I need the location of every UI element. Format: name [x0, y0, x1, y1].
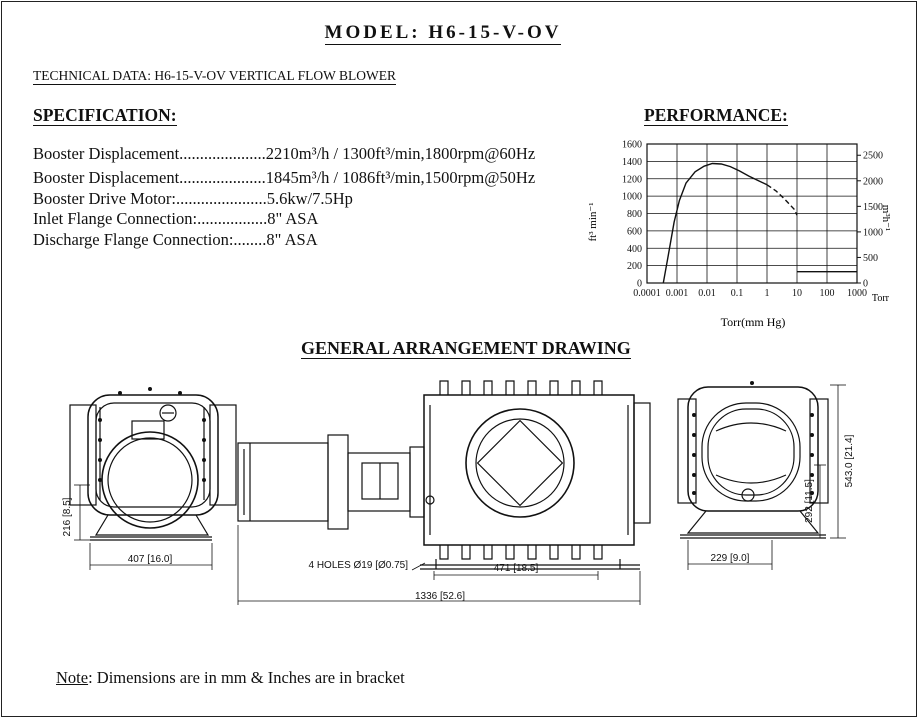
y-left-tick-label: 600	[627, 226, 642, 237]
spec-row: Inlet Flange Connection:................…	[33, 209, 319, 228]
x-tick-label: 100	[820, 288, 835, 299]
y-right-tick-label: 2000	[863, 176, 883, 187]
x-tick-label: 1000	[847, 288, 867, 299]
right-dimensions	[687, 384, 846, 570]
y-left-tick-label: 800	[627, 209, 642, 220]
chart-series	[662, 162, 857, 284]
x-tick-label: 0.001	[666, 288, 689, 299]
x-tick-label: 0.0001	[633, 288, 661, 299]
motor	[237, 434, 425, 530]
blower-body	[423, 380, 651, 560]
spec-row: Discharge Flange Connection:........8" A…	[33, 230, 318, 249]
dim-height-right-small: 292 [11.5]	[804, 479, 815, 523]
dim-center-span: 471 [18.5]	[494, 563, 539, 574]
chart-grid	[646, 143, 858, 284]
x-tick-label: 1	[765, 288, 770, 299]
left-end-view	[69, 387, 237, 541]
chart-axes	[646, 143, 861, 284]
front-dimensions	[237, 525, 641, 605]
dim-height-left: 216 [8.5]	[62, 497, 73, 536]
dim-height-right-total: 543.0 [21.4]	[844, 434, 855, 487]
y-axis-left-label: ft³ min⁻¹	[587, 203, 599, 242]
plot-frame	[646, 143, 858, 284]
spec-row: Booster Displacement....................…	[33, 144, 536, 163]
y-axis-right-label: m³h⁻¹	[880, 205, 892, 231]
x-axis-unit: Torr	[872, 293, 890, 304]
performance-heading: PERFORMANCE:	[644, 105, 788, 126]
x-tick-label: 0.01	[698, 288, 716, 299]
x-axis-label: Torr(mm Hg)	[721, 315, 786, 329]
y-right-tick-label: 1000	[863, 227, 883, 238]
y-right-tick-label: 500	[863, 253, 878, 264]
specification-heading: SPECIFICATION:	[33, 105, 177, 126]
left-dimensions	[74, 484, 213, 570]
model-title: MODEL: H6-15-V-OV	[324, 22, 562, 45]
y-left-tick-label: 1000	[622, 192, 642, 203]
right-end-view	[677, 381, 829, 539]
y-right-tick-label: 1500	[863, 202, 883, 213]
y-right-tick-label: 0	[863, 279, 868, 290]
dim-total-length: 1336 [52.6]	[415, 591, 465, 602]
dim-holes: 4 HOLES Ø19 [Ø0.75]	[309, 560, 409, 571]
drawing-heading: GENERAL ARRANGEMENT DRAWING	[301, 338, 631, 359]
y-left-tick-label: 0	[637, 279, 642, 290]
y-left-tick-label: 400	[627, 244, 642, 255]
dim-width-left: 407 [16.0]	[128, 554, 173, 565]
arrangement-drawing: 216 [8.5] 407 [16.0]	[62, 380, 855, 605]
footnote: Note: Dimensions are in mm & Inches are …	[56, 668, 405, 687]
dim-width-right: 229 [9.0]	[711, 553, 750, 564]
technical-data-title: TECHNICAL DATA: H6-15-V-OV VERTICAL FLOW…	[33, 68, 396, 85]
x-tick-label: 10	[792, 288, 802, 299]
spec-row: Booster Drive Motor:....................…	[33, 189, 353, 208]
y-left-tick-label: 1400	[622, 157, 642, 168]
y-left-tick-label: 200	[627, 261, 642, 272]
y-left-tick-label: 1200	[622, 174, 642, 185]
y-left-tick-label: 1600	[622, 140, 642, 151]
base-frame	[420, 559, 640, 570]
x-tick-label: 0.1	[731, 288, 744, 299]
series-line	[662, 162, 768, 284]
series-line	[766, 184, 798, 216]
y-right-tick-label: 2500	[863, 151, 883, 162]
spec-row: Booster Displacement....................…	[33, 168, 536, 187]
